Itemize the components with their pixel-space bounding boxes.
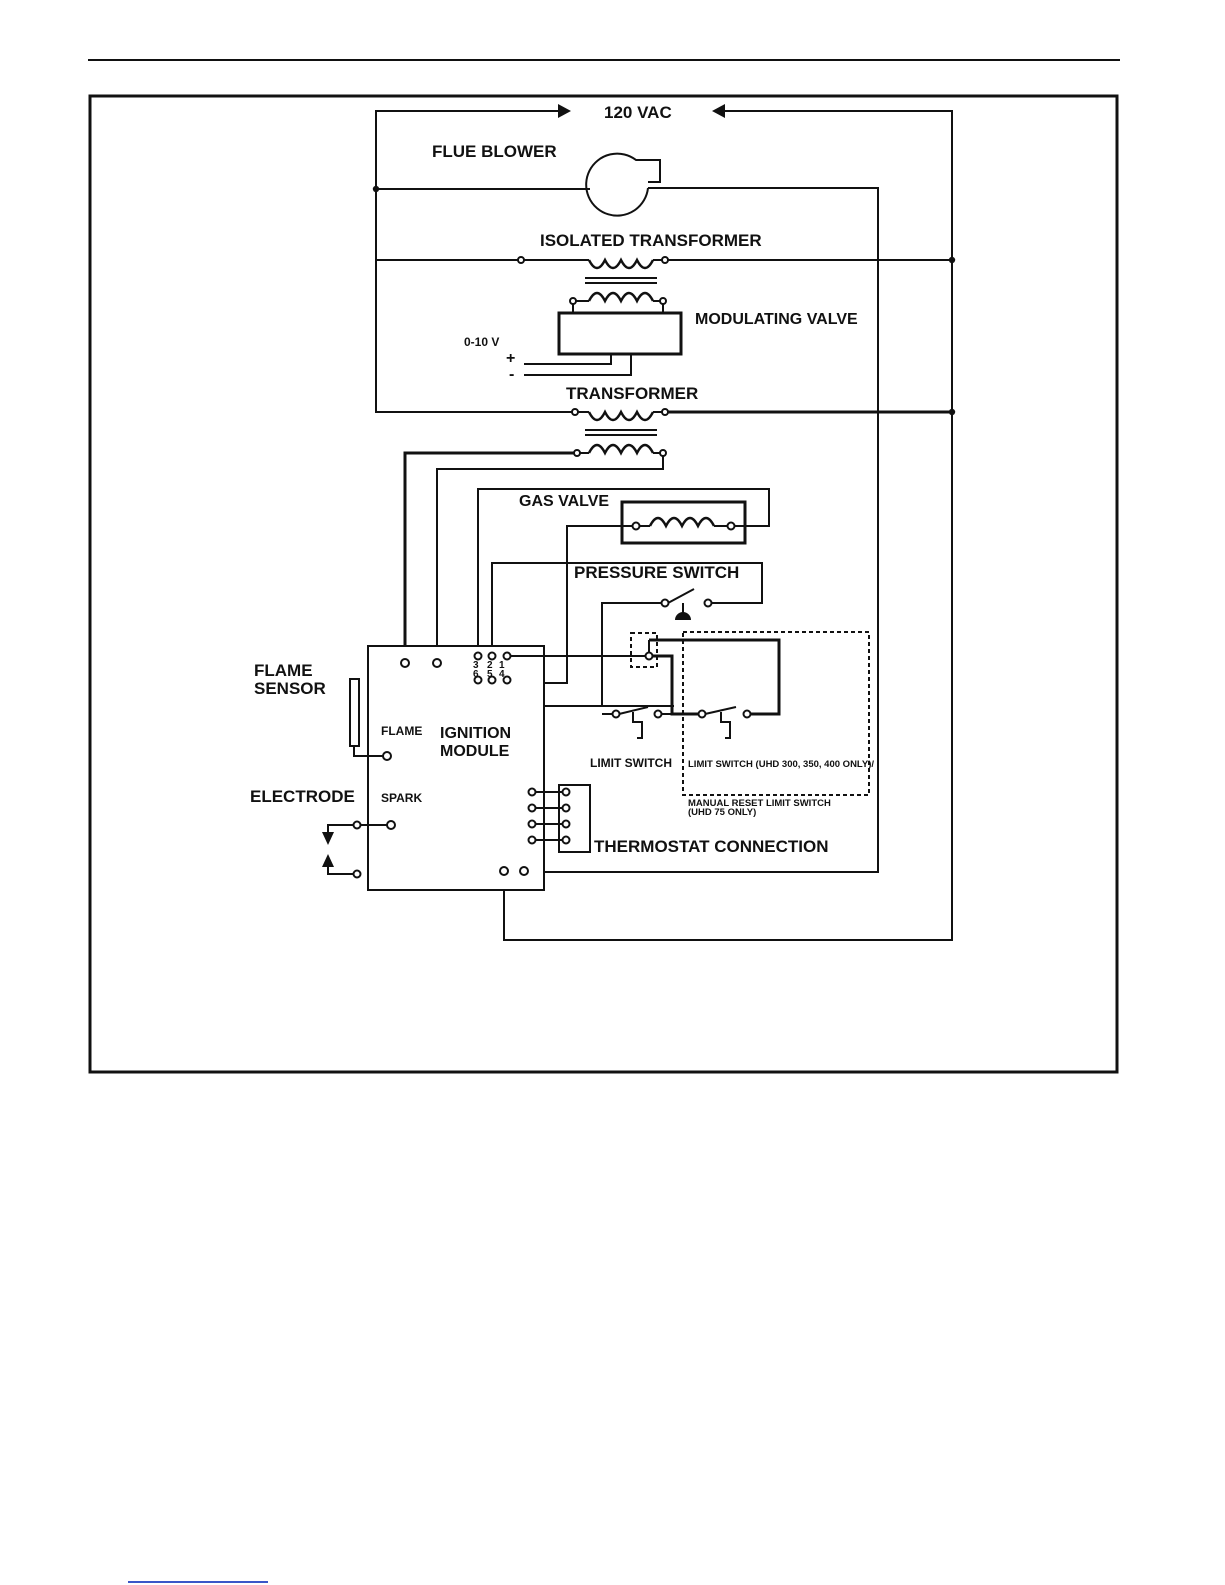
ignition-module <box>368 646 544 890</box>
isolated-transformer <box>376 257 952 313</box>
modulating-valve-label: MODULATING VALVE <box>695 311 858 328</box>
minus-sign: - <box>509 366 514 383</box>
flame-sensor-label-2: SENSOR <box>254 679 326 698</box>
gas-valve-label: GAS VALVE <box>519 493 609 510</box>
pressure-switch-label: PRESSURE SWITCH <box>574 563 739 582</box>
flame-sensor-label-1: FLAME <box>254 661 313 680</box>
electrode-label: ELECTRODE <box>250 787 355 806</box>
pin-4: 4 <box>499 669 505 680</box>
spark-terminal-label: SPARK <box>381 791 422 805</box>
manual-reset-label-2: (UHD 75 ONLY) <box>688 807 756 818</box>
thermostat-connection-label: THERMOSTAT CONNECTION <box>594 837 829 856</box>
modulating-valve <box>524 313 681 375</box>
ignition-module-label-2: MODULE <box>440 743 510 760</box>
limit-switch-label: LIMIT SWITCH <box>590 756 672 770</box>
flame-terminal-label: FLAME <box>381 724 422 738</box>
pin-5: 5 <box>487 669 493 680</box>
pin-6: 6 <box>473 669 479 680</box>
manual-reset-box <box>631 633 657 667</box>
limit-switch-uhd-label: LIMIT SWITCH (UHD 300, 350, 400 ONLY)/ <box>688 759 874 770</box>
control-voltage-label: 0-10 V <box>464 335 499 349</box>
plus-sign: + <box>506 350 515 367</box>
limit-switch-circuit <box>510 640 779 738</box>
isolated-transformer-label: ISOLATED TRANSFORMER <box>540 231 762 250</box>
transformer-label: TRANSFORMER <box>566 384 698 403</box>
ignition-module-label-1: IGNITION <box>440 725 511 742</box>
supply-label: 120 VAC <box>604 103 672 122</box>
flue-blower-label: FLUE BLOWER <box>432 142 557 161</box>
